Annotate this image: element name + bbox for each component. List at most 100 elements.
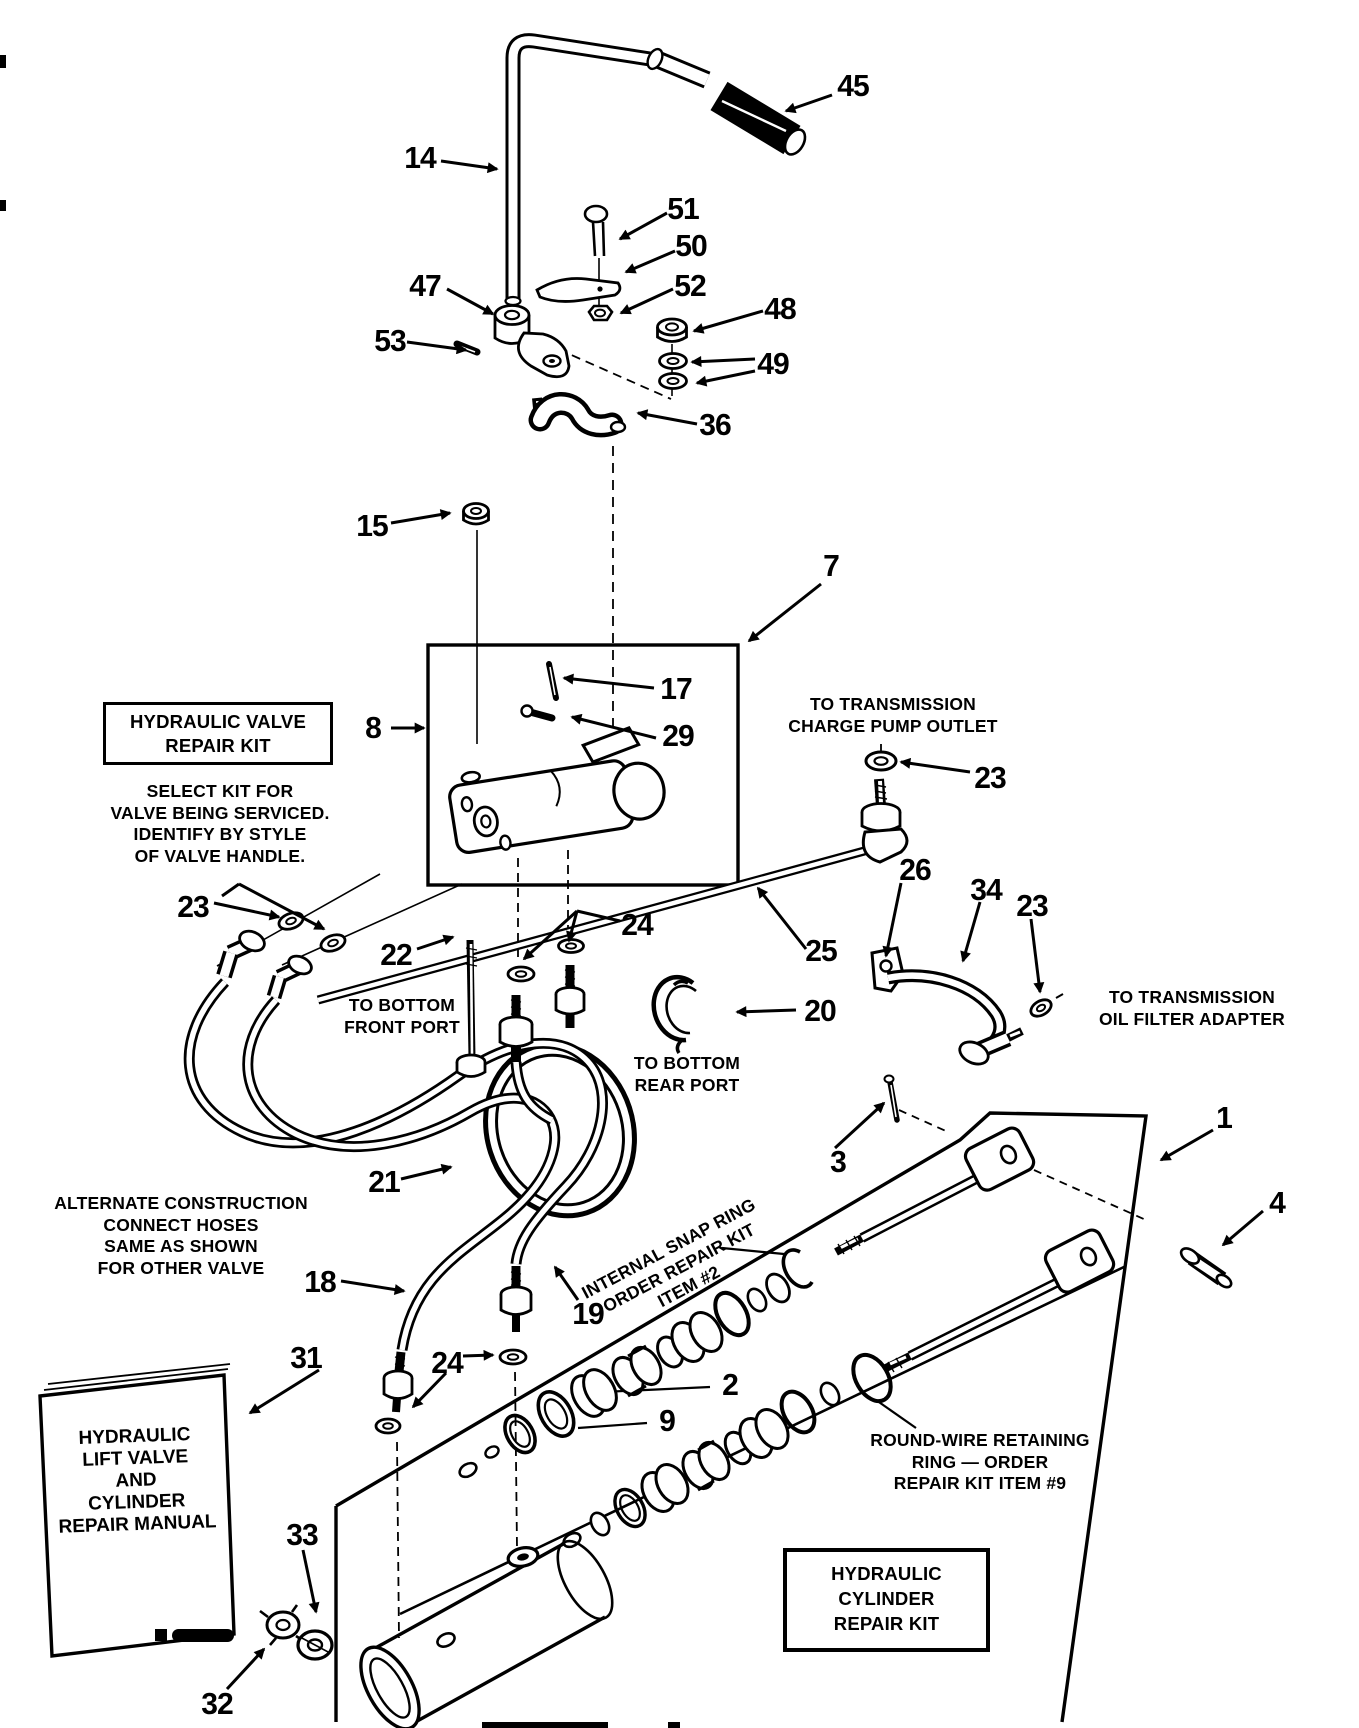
repair-manual-book: [38, 1363, 236, 1658]
note-charge-pump: TO TRANSMISSION CHARGE PUMP OUTLET: [788, 694, 997, 737]
cylinder-tube: [359, 1539, 614, 1728]
note-line: TO TRANSMISSION: [809, 694, 977, 714]
plate-50: [535, 277, 622, 303]
note-line: ROUND-WIRE RETAINING: [870, 1430, 1090, 1450]
kit-boundary-box-7: [426, 643, 740, 887]
note-front-port: TO BOTTOM FRONT PORT: [344, 995, 460, 1038]
clevis-pin-4: [1179, 1247, 1233, 1289]
callout-14: 14: [404, 140, 436, 175]
callout-4: 4: [1269, 1185, 1286, 1220]
note-oil-filter: TO TRANSMISSION OIL FILTER ADAPTER: [1099, 987, 1285, 1030]
callout-2: 2: [722, 1367, 739, 1402]
callout-23-oil-filter: 23: [1016, 888, 1048, 923]
callout-32: 32: [201, 1686, 233, 1721]
hoses: [183, 978, 608, 1351]
link-arm-47: [517, 331, 571, 379]
bolt-51: [583, 204, 609, 257]
valve-body: [448, 726, 666, 854]
note-line: RING — ORDER: [911, 1451, 1049, 1472]
tube-25: [316, 845, 870, 1005]
hose18-fitting: [374, 1351, 414, 1435]
nut-15: [462, 502, 490, 526]
hose-34: [886, 969, 1007, 1054]
callout-48: 48: [764, 291, 796, 326]
box-line: CYLINDER: [838, 1588, 935, 1609]
arrow-connectors: [221, 882, 621, 923]
rod-assembly-2: [458, 1248, 814, 1479]
washer-32: [259, 1604, 306, 1646]
callout-7: 7: [823, 548, 840, 583]
callout-15: 15: [356, 508, 388, 543]
grip-45: [710, 81, 807, 156]
rod-9: [884, 1228, 1116, 1373]
note-line: SAME AS SHOWN: [104, 1236, 258, 1256]
leader-lines: [216, 258, 1147, 1639]
callout-arrows: [213, 93, 1264, 1691]
charge-pump-fitting: [860, 750, 909, 864]
washers-49: [658, 352, 688, 390]
note-line: OF VALVE HANDLE.: [134, 845, 306, 866]
box-line: REPAIR KIT: [165, 735, 271, 756]
nut-52: [587, 304, 614, 322]
note-line: REAR PORT: [634, 1074, 740, 1095]
note-line: SELECT KIT FOR: [146, 781, 294, 801]
callout-29: 29: [662, 718, 694, 753]
callout-51: 51: [667, 191, 699, 226]
callout-53: 53: [374, 323, 406, 358]
hose19-fitting: [498, 1266, 533, 1366]
note-rear-port: TO BOTTOM REAR PORT: [634, 1053, 740, 1096]
oil-filter-elbow: [958, 993, 1064, 1066]
nut-48: [656, 317, 688, 343]
callout-47: 47: [409, 268, 441, 303]
box-line: REPAIR KIT: [833, 1613, 940, 1634]
callout-25: 25: [805, 933, 837, 968]
bolt-22: [455, 939, 487, 1078]
callout-19: 19: [572, 1296, 604, 1331]
snap-ring-20: [651, 974, 697, 1054]
callout-9: 9: [659, 1403, 676, 1438]
callout-45: 45: [837, 68, 869, 103]
callout-49: 49: [757, 346, 789, 381]
hydraulic-valve-repair-kit-box: HYDRAULIC VALVE REPAIR KIT: [103, 702, 333, 765]
note-retaining-ring: ROUND-WIRE RETAINING RING — ORDER REPAIR…: [870, 1430, 1090, 1495]
callout-50: 50: [675, 228, 707, 263]
note-select-kit: SELECT KIT FOR VALVE BEING SERVICED. IDE…: [110, 781, 329, 867]
callout-21: 21: [368, 1164, 400, 1199]
callout-36: 36: [699, 407, 731, 442]
note-line: TO TRANSMISSION: [1108, 987, 1276, 1007]
note-line: CONNECT HOSES: [103, 1214, 259, 1235]
callout-26: 26: [899, 852, 931, 887]
rod-2: [834, 1126, 1036, 1256]
note-line: FRONT PORT: [344, 1016, 460, 1037]
callout-52: 52: [674, 268, 706, 303]
callout-23-charge-pump: 23: [974, 760, 1006, 795]
control-lever: [504, 33, 711, 307]
note-line: REPAIR KIT ITEM #9: [893, 1473, 1067, 1493]
note-line: OIL FILTER ADAPTER: [1098, 1008, 1286, 1029]
callout-34: 34: [970, 872, 1002, 907]
callout-8: 8: [365, 710, 382, 745]
pin-17: [546, 661, 559, 701]
box-line: HYDRAULIC: [831, 1563, 942, 1584]
callout-20: 20: [804, 993, 836, 1028]
callout-1: 1: [1216, 1100, 1233, 1135]
note-line: ALTERNATE CONSTRUCTION: [54, 1193, 308, 1213]
washer-33: [296, 1629, 334, 1661]
note-line: TO BOTTOM: [633, 1053, 741, 1073]
repair-manual-title: HYDRAULIC LIFT VALVE AND CYLINDER REPAIR…: [55, 1423, 217, 1538]
callout-31: 31: [290, 1340, 322, 1375]
note-line: VALVE BEING SERVICED.: [110, 802, 330, 823]
note-alternate: ALTERNATE CONSTRUCTION CONNECT HOSES SAM…: [54, 1193, 308, 1279]
callout-33: 33: [286, 1517, 318, 1552]
note-line: IDENTIFY BY STYLE: [133, 824, 307, 844]
callout-3: 3: [830, 1144, 847, 1179]
rod-assembly-9: [562, 1352, 893, 1549]
callout-24-lower: 24: [431, 1345, 463, 1380]
note-line: TO BOTTOM: [348, 995, 456, 1015]
callout-22: 22: [380, 937, 412, 972]
note-line: CHARGE PUMP OUTLET: [788, 715, 998, 736]
callout-24-upper: 24: [621, 907, 653, 942]
callout-17: 17: [660, 671, 692, 706]
